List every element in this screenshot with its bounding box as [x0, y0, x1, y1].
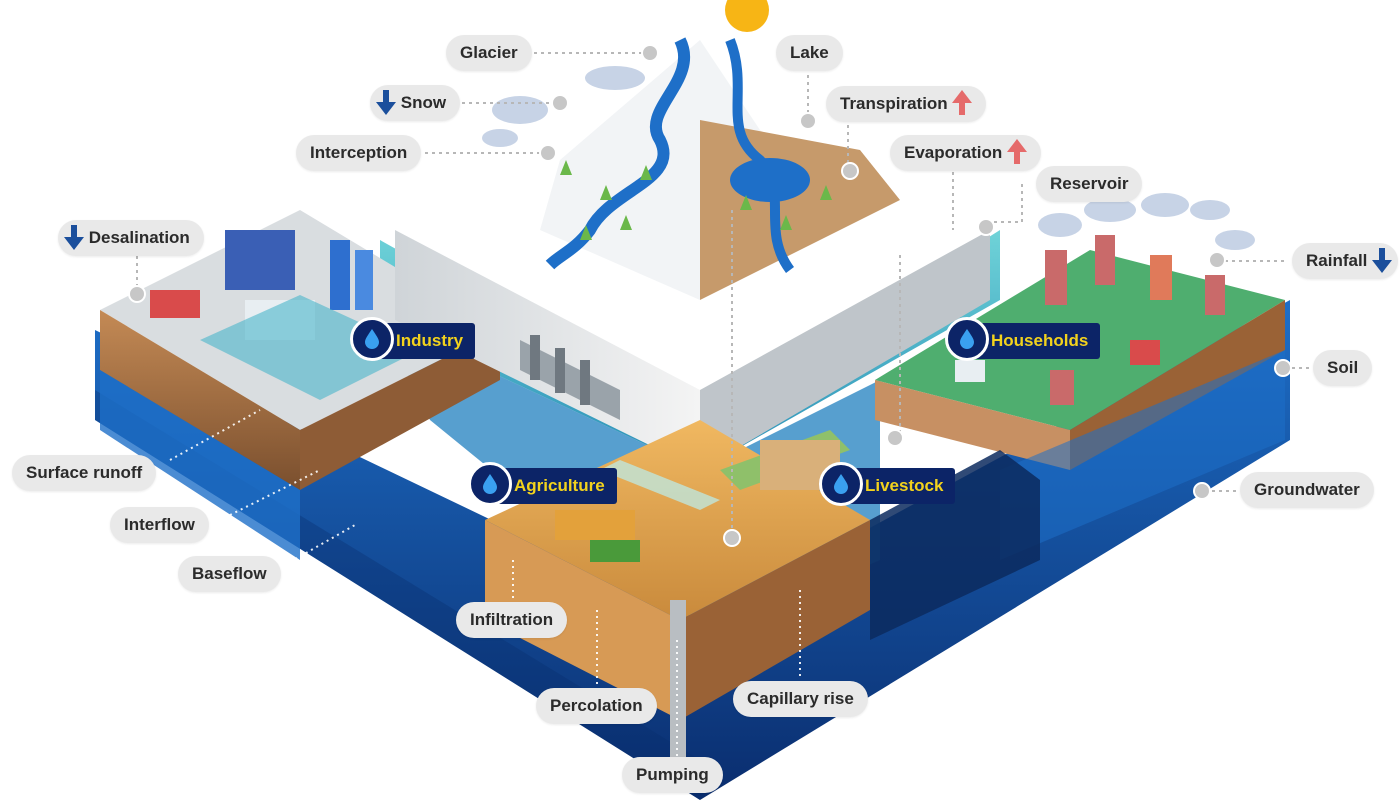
dam — [520, 335, 620, 420]
glacier-text: Glacier — [460, 43, 518, 62]
up-arrow-icon — [1006, 138, 1027, 166]
interception-text: Interception — [310, 143, 408, 162]
capillary-rise-label: Capillary rise — [733, 681, 868, 717]
sector-industry: Industry — [350, 317, 476, 361]
baseflow-label: Baseflow — [178, 556, 281, 592]
interflow-label: Interflow — [110, 507, 209, 543]
sector-industry-label: Industry — [396, 331, 464, 350]
glacier-label: Glacier — [446, 35, 532, 71]
surface-runoff-label: Surface runoff — [12, 455, 157, 491]
infiltration-text: Infiltration — [470, 610, 554, 629]
pumping-text: Pumping — [636, 765, 709, 784]
infiltration-label: Infiltration — [456, 602, 568, 638]
leader-dots — [128, 44, 1292, 547]
groundwater-label: Groundwater — [1240, 472, 1374, 508]
lake-label: Lake — [776, 35, 843, 71]
transpiration-text: Transpiration — [840, 94, 948, 113]
transpiration-label: Transpiration — [826, 86, 987, 122]
baseflow-text: Baseflow — [192, 564, 267, 583]
sector-agriculture-label: Agriculture — [514, 476, 605, 495]
sector-households: Households — [945, 317, 1101, 361]
rainfall-label: Rainfall — [1292, 243, 1399, 279]
reservoir-text: Reservoir — [1050, 174, 1129, 193]
pumping-label: Pumping — [622, 757, 723, 793]
down-arrow-icon — [376, 88, 396, 116]
sector-livestock: Livestock — [819, 462, 956, 506]
up-arrow-icon — [952, 89, 973, 117]
groundwater-text: Groundwater — [1254, 480, 1360, 499]
water-drop-icon — [350, 317, 394, 361]
agriculture-block — [485, 420, 870, 790]
industry-block — [100, 210, 500, 560]
sector-agriculture: Agriculture — [468, 462, 617, 506]
surface-runoff-text: Surface runoff — [26, 463, 143, 482]
down-arrow-icon — [64, 223, 84, 251]
water-drop-icon — [468, 462, 512, 506]
soil-text: Soil — [1327, 358, 1359, 377]
evaporation-text: Evaporation — [904, 143, 1003, 162]
soil-label: Soil — [1313, 350, 1373, 386]
flow-arrows — [169, 409, 801, 760]
snow-label: Snow — [370, 85, 461, 121]
interflow-text: Interflow — [124, 515, 195, 534]
evaporation-label: Evaporation — [890, 135, 1041, 171]
capillary-rise-text: Capillary rise — [747, 689, 854, 708]
percolation-label: Percolation — [536, 688, 657, 724]
reservoir-label: Reservoir — [1036, 166, 1143, 202]
down-arrow-icon — [1372, 246, 1393, 274]
desalination-label: Desalination — [58, 220, 204, 256]
water-drop-icon — [819, 462, 863, 506]
desalination-text: Desalination — [88, 228, 190, 247]
snow-text: Snow — [400, 93, 447, 112]
lake-text: Lake — [790, 43, 829, 62]
percolation-text: Percolation — [550, 696, 643, 715]
water-drop-icon — [945, 317, 989, 361]
sector-livestock-label: Livestock — [865, 476, 944, 495]
sector-households-label: Households — [991, 331, 1089, 350]
rainfall-text: Rainfall — [1306, 251, 1368, 270]
cloud-icon — [482, 66, 1255, 250]
interception-label: Interception — [296, 135, 422, 171]
